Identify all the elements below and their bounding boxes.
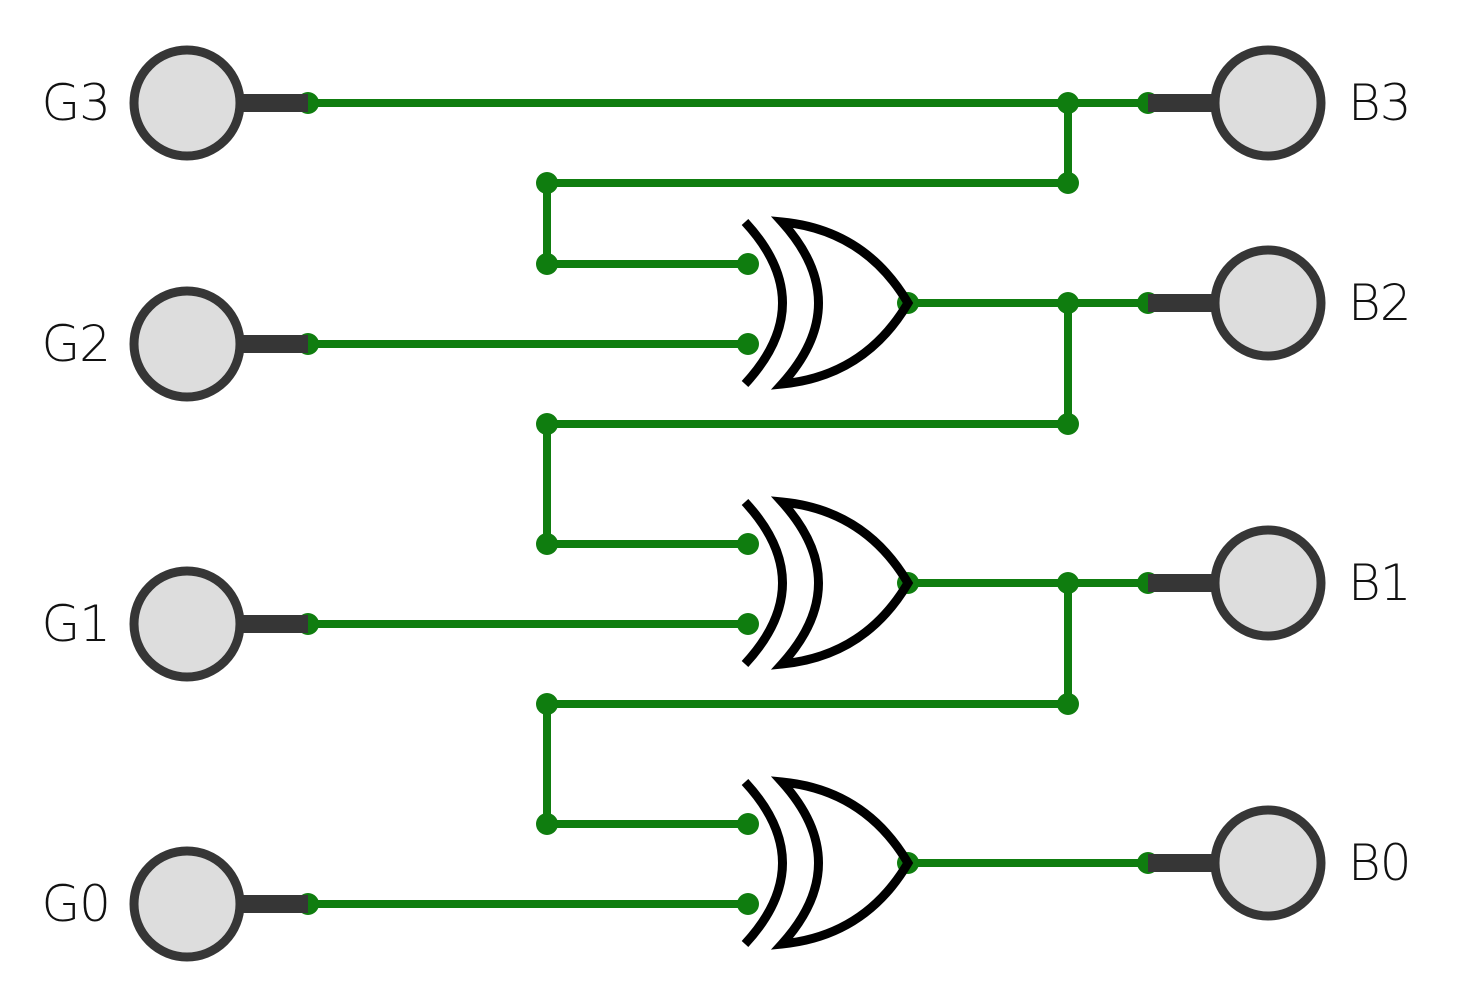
- xor-gate-body: [770, 216, 914, 390]
- junction-dot: [1057, 413, 1079, 435]
- junction-dot: [737, 253, 759, 275]
- input-label-g3: G3: [41, 74, 111, 132]
- output-pin-b1[interactable]: [1148, 525, 1326, 641]
- junction-dot: [737, 613, 759, 635]
- output-pin-circle[interactable]: [1210, 525, 1326, 641]
- output-label-b3: B3: [1348, 74, 1412, 132]
- output-pins: [1148, 45, 1326, 921]
- input-pins: [129, 45, 308, 962]
- junction-dot: [536, 693, 558, 715]
- input-label-g2: G2: [41, 315, 111, 373]
- output-label-b0: B0: [1348, 834, 1412, 892]
- input-label-g0: G0: [41, 875, 111, 933]
- wire-b3-to-xor2: [543, 99, 1072, 268]
- output-pin-circle[interactable]: [1210, 805, 1326, 921]
- output-pin-circle[interactable]: [1210, 245, 1326, 361]
- input-pin-g2[interactable]: [129, 286, 308, 402]
- junction-dot: [536, 413, 558, 435]
- xor-gate-back-arc: [741, 218, 787, 388]
- xor-gate-0[interactable]: [741, 776, 914, 950]
- junction-dot: [1057, 92, 1079, 114]
- junction-dot: [536, 813, 558, 835]
- xor-gate-1[interactable]: [741, 496, 914, 670]
- input-pin-circle[interactable]: [129, 846, 245, 962]
- input-pin-circle[interactable]: [129, 566, 245, 682]
- xor-gate-body: [770, 776, 914, 950]
- xor-gate-back-arc: [741, 498, 787, 668]
- input-pin-g1[interactable]: [129, 566, 308, 682]
- junction-dot: [536, 172, 558, 194]
- xor-gate-2[interactable]: [741, 216, 914, 390]
- junction-dot: [1057, 172, 1079, 194]
- xor-gates: [741, 216, 914, 950]
- junction-dot: [1057, 572, 1079, 594]
- junction-dot: [536, 533, 558, 555]
- output-pin-b3[interactable]: [1148, 45, 1326, 161]
- output-pin-circle[interactable]: [1210, 45, 1326, 161]
- junction-dots: [297, 92, 1159, 915]
- input-pin-circle[interactable]: [129, 45, 245, 161]
- output-pin-b2[interactable]: [1148, 245, 1326, 361]
- junction-dot: [737, 533, 759, 555]
- xor-gate-back-arc: [741, 778, 787, 948]
- junction-dot: [536, 253, 558, 275]
- output-pin-b0[interactable]: [1148, 805, 1326, 921]
- xor-gate-body: [770, 496, 914, 670]
- junction-dot: [737, 893, 759, 915]
- input-label-g1: G1: [41, 595, 111, 653]
- junction-dot: [1057, 292, 1079, 314]
- output-label-b1: B1: [1348, 554, 1412, 612]
- junction-dot: [737, 813, 759, 835]
- wires: [304, 99, 1152, 908]
- junction-dot: [737, 333, 759, 355]
- output-label-b2: B2: [1348, 274, 1412, 332]
- input-pin-g0[interactable]: [129, 846, 308, 962]
- junction-dot: [1057, 693, 1079, 715]
- input-pin-g3[interactable]: [129, 45, 308, 161]
- input-pin-circle[interactable]: [129, 286, 245, 402]
